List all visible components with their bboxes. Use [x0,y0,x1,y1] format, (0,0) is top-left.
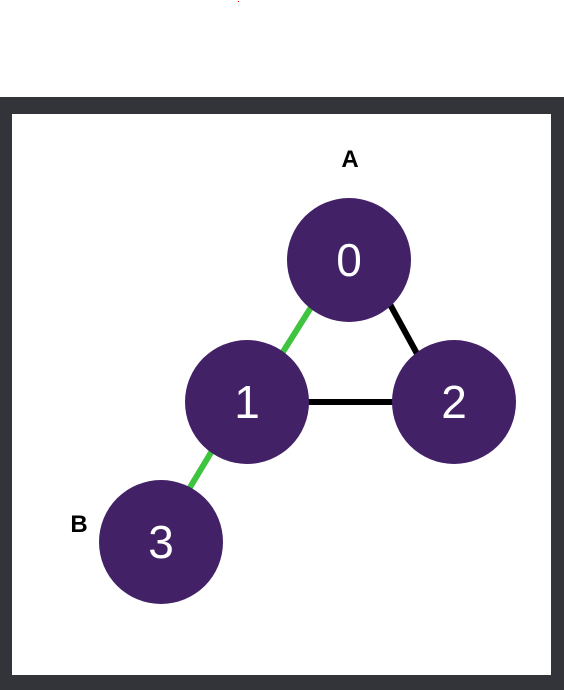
node-3: 3 [99,480,223,604]
node-1: 1 [185,340,309,464]
edge-0-2 [383,295,424,363]
nodes-layer: 0 1 2 3 [99,198,516,604]
node-0: 0 [287,198,411,322]
edge-0-1 [278,299,318,357]
node-2: 2 [392,340,516,464]
markers-layer: AB [70,146,358,538]
node-circle [185,340,309,464]
node-label: 0 [336,234,362,286]
node-label: 1 [234,376,260,428]
marker-label-b: B [70,511,87,538]
node-circle [392,340,516,464]
marker-label-a: A [341,146,358,173]
top-red-dot [238,1,239,2]
node-circle [99,480,223,604]
node-label: 2 [441,376,467,428]
node-circle [287,198,411,322]
node-label: 3 [148,516,174,568]
